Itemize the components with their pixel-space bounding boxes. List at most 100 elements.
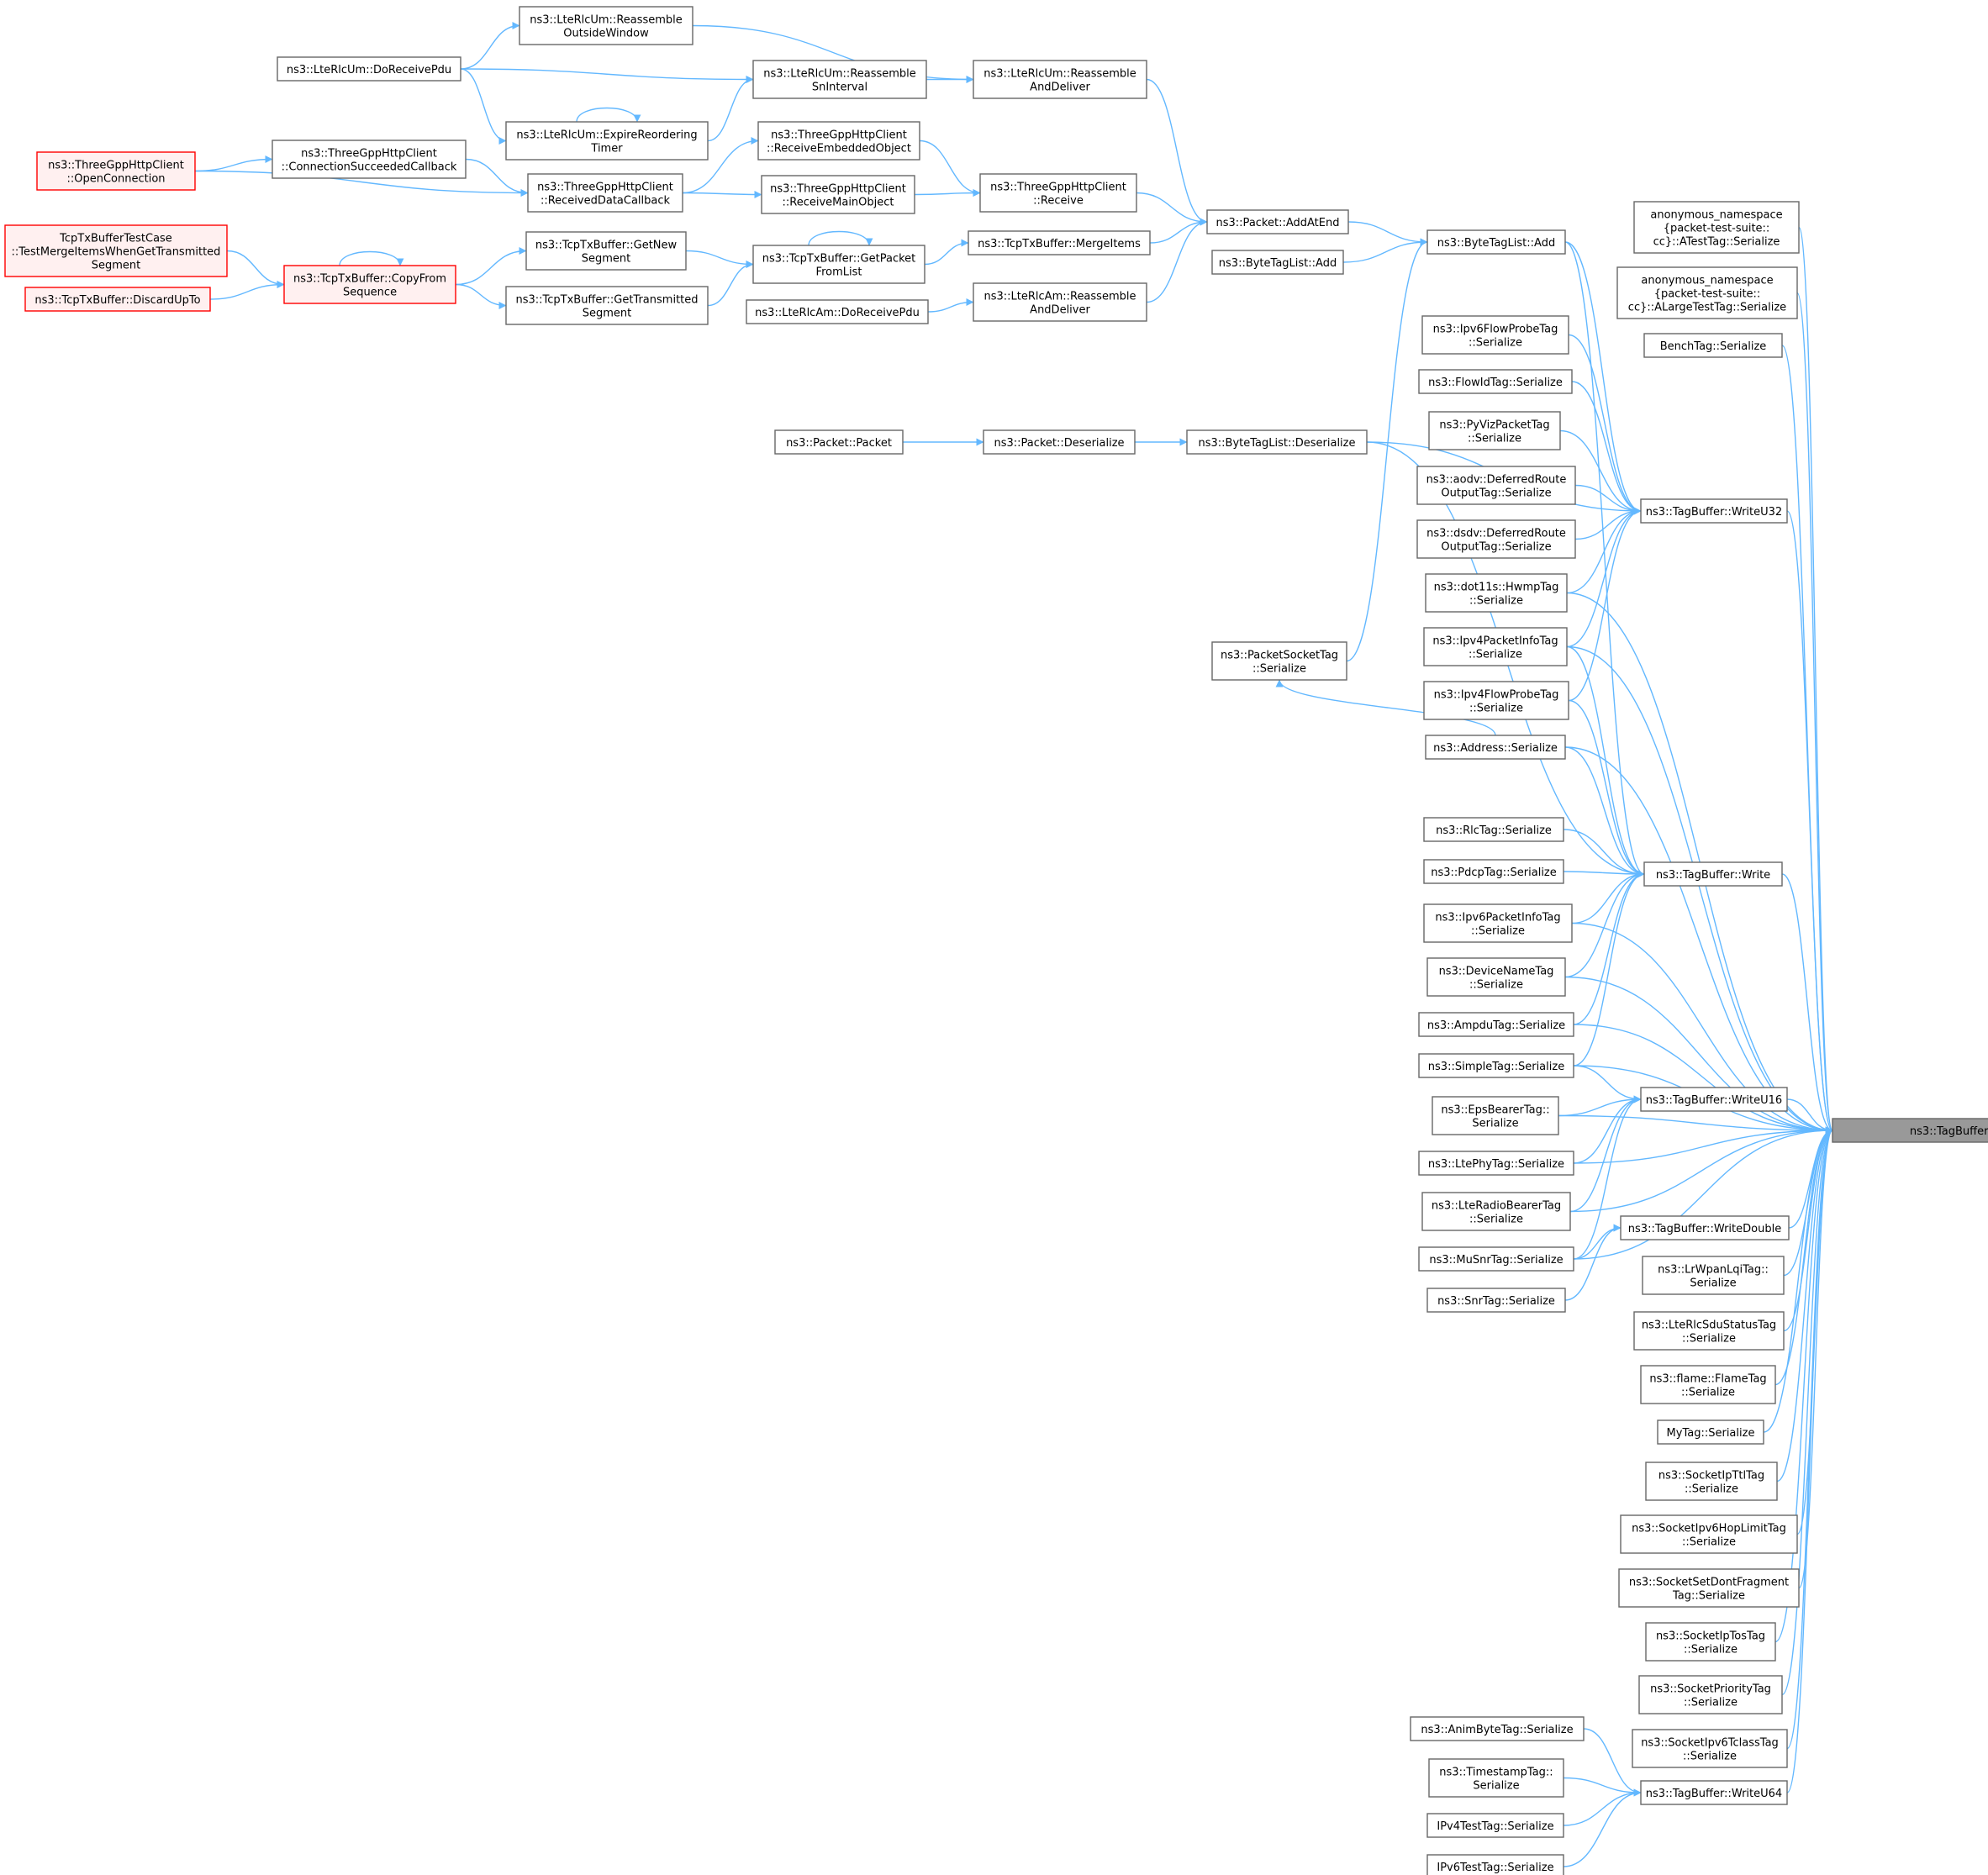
node-ipv4info[interactable]: ns3::Ipv4PacketInfoTag::Serialize [1423, 627, 1568, 666]
node-dsdv[interactable]: ns3::dsdv::DeferredRouteOutputTag::Seria… [1416, 519, 1576, 559]
node-recvData[interactable]: ns3::ThreeGppHttpClient::ReceivedDataCal… [527, 173, 683, 213]
node-mytag[interactable]: MyTag::Serialize [1657, 1419, 1764, 1445]
node-priority[interactable]: ns3::SocketPriorityTag::Serialize [1638, 1675, 1783, 1714]
node-lteradio[interactable]: ns3::LteRadioBearerTag::Serialize [1421, 1192, 1571, 1231]
node-timestamp[interactable]: ns3::TimestampTag::Serialize [1428, 1758, 1564, 1798]
node-pktPkt[interactable]: ns3::Packet::Packet [774, 429, 904, 455]
node-simple[interactable]: ns3::SimpleTag::Serialize [1418, 1053, 1574, 1078]
node-address[interactable]: ns3::Address::Serialize [1425, 735, 1566, 760]
node-label: OutputTag::Serialize [1441, 541, 1551, 554]
node-box [272, 140, 467, 179]
node-btlAdd[interactable]: ns3::ByteTagList::Add [1426, 229, 1566, 255]
node-lrwpan[interactable]: ns3::LrWpanLqiTag::Serialize [1642, 1256, 1785, 1295]
node-label: ::ReceivedDataCallback [541, 195, 671, 208]
node-pdcp[interactable]: ns3::PdcpTag::Serialize [1423, 859, 1564, 884]
node-box [519, 6, 693, 45]
node-ipv6test[interactable]: IPv6TestTag::Serialize [1426, 1854, 1564, 1875]
node-writeDouble[interactable]: ns3::TagBuffer::WriteDouble [1620, 1215, 1790, 1240]
node-btlDeser[interactable]: ns3::ByteTagList::Deserialize [1186, 429, 1368, 455]
node-label: Serialize [1473, 1780, 1519, 1793]
edge-copyFrom-to-getTrans [455, 283, 507, 309]
node-pktDeser[interactable]: ns3::Packet::Deserialize [983, 429, 1136, 455]
node-label: ns3::SocketIpTosTag [1656, 1630, 1765, 1643]
node-addAtEnd[interactable]: ns3::Packet::AddAtEnd [1206, 209, 1349, 234]
node-flame[interactable]: ns3::flame::FlameTag::Serialize [1640, 1365, 1776, 1404]
node-ipttl[interactable]: ns3::SocketIpTtlTag::Serialize [1645, 1462, 1778, 1501]
node-ipv4test[interactable]: IPv4TestTag::Serialize [1426, 1813, 1564, 1838]
node-root[interactable]: ns3::TagBuffer::WriteU8 [1832, 1118, 1988, 1143]
node-label: MyTag::Serialize [1667, 1427, 1755, 1440]
node-ipv6flow[interactable]: ns3::Ipv6FlowProbeTag::Serialize [1421, 315, 1569, 355]
node-writeU64[interactable]: ns3::TagBuffer::WriteU64 [1640, 1780, 1788, 1805]
node-recvEmb[interactable]: ns3::ThreeGppHttpClient::ReceiveEmbedded… [757, 121, 920, 161]
node-tclass[interactable]: ns3::SocketIpv6TclassTag::Serialize [1632, 1729, 1788, 1768]
node-writeU32[interactable]: ns3::TagBuffer::WriteU32 [1640, 498, 1788, 524]
node-label: ::Serialize [1468, 433, 1521, 445]
node-discard[interactable]: ns3::TcpTxBuffer::DiscardUpTo [24, 287, 211, 312]
node-label: ns3::Address::Serialize [1433, 742, 1558, 755]
node-btlAdd2[interactable]: ns3::ByteTagList::Add [1211, 250, 1344, 275]
edge-ipv4info-to-write [1566, 645, 1645, 878]
node-iptos[interactable]: ns3::SocketIpTosTag::Serialize [1645, 1622, 1776, 1662]
node-box [752, 60, 927, 99]
node-write[interactable]: ns3::TagBuffer::Write [1643, 861, 1783, 887]
node-atest[interactable]: anonymous_namespace{packet-test-suite::c… [1633, 201, 1800, 254]
edge-dontfrag-to-root [1798, 1126, 1833, 1589]
node-writeU16[interactable]: ns3::TagBuffer::WriteU16 [1640, 1087, 1788, 1112]
node-ltephy[interactable]: ns3::LtePhyTag::Serialize [1418, 1151, 1574, 1176]
node-devname[interactable]: ns3::DeviceNameTag::Serialize [1426, 957, 1566, 997]
node-amRecvPdu[interactable]: ns3::LteRlcAm::DoReceivePdu [746, 299, 929, 324]
edge-umReasm-to-addAtEnd [1146, 78, 1208, 226]
node-connSucc[interactable]: ns3::ThreeGppHttpClient::ConnectionSucce… [272, 140, 467, 179]
node-openConn[interactable]: ns3::ThreeGppHttpClient::OpenConnection [36, 151, 196, 191]
edge-alarge-to-root [1796, 292, 1833, 1135]
node-aodv[interactable]: ns3::aodv::DeferredRouteOutputTag::Seria… [1416, 466, 1576, 505]
node-hoplimit[interactable]: ns3::SocketIpv6HopLimitTag::Serialize [1620, 1514, 1798, 1554]
node-testMerge[interactable]: TcpTxBufferTestCase::TestMergeItemsWhenG… [4, 224, 228, 277]
node-snr[interactable]: ns3::SnrTag::Serialize [1426, 1288, 1566, 1313]
node-bench[interactable]: BenchTag::Serialize [1643, 333, 1783, 358]
node-alarge[interactable]: anonymous_namespace{packet-test-suite::c… [1616, 266, 1798, 319]
node-box [1640, 498, 1788, 524]
node-pyviz[interactable]: ns3::PyVizPacketTag::Serialize [1428, 411, 1561, 450]
node-ampdu[interactable]: ns3::AmpduTag::Serialize [1418, 1012, 1574, 1037]
node-box [973, 60, 1147, 99]
node-umRecvPdu[interactable]: ns3::LteRlcUm::DoReceivePdu [277, 56, 461, 82]
edge-recvData-to-recvMain [682, 190, 762, 198]
node-pktSockTag[interactable]: ns3::PacketSocketTag::Serialize [1211, 641, 1347, 681]
node-label: ns3::SocketIpv6HopLimitTag [1632, 1523, 1786, 1535]
node-rlcsdu[interactable]: ns3::LteRlcSduStatusTag::Serialize [1633, 1311, 1785, 1351]
edge-lteradio-to-root [1569, 1126, 1833, 1213]
node-eps[interactable]: ns3::EpsBearerTag::Serialize [1432, 1096, 1559, 1135]
node-label: AndDeliver [1030, 82, 1090, 94]
node-label: ns3::SocketIpv6TclassTag [1641, 1737, 1779, 1750]
node-ipv4flow[interactable]: ns3::Ipv4FlowProbeTag::Serialize [1423, 681, 1569, 720]
node-flowid[interactable]: ns3::FlowIdTag::Serialize [1418, 369, 1573, 394]
node-anim[interactable]: ns3::AnimByteTag::Serialize [1410, 1716, 1585, 1741]
self-loop-getPkt [808, 230, 873, 246]
node-hwmp[interactable]: ns3::dot11s::HwmpTag::Serialize [1425, 573, 1568, 613]
node-mergeItems[interactable]: ns3::TcpTxBuffer::MergeItems [968, 230, 1151, 255]
node-recvMain[interactable]: ns3::ThreeGppHttpClient::ReceiveMainObje… [761, 175, 915, 214]
node-rlctag[interactable]: ns3::RlcTag::Serialize [1423, 817, 1564, 842]
node-ipv6info[interactable]: ns3::Ipv6PacketInfoTag::Serialize [1423, 903, 1573, 943]
node-box [1643, 333, 1783, 358]
edge-umExpire-to-umSnInt [707, 76, 754, 142]
edge-address-to-pktSockTag [1275, 679, 1496, 736]
node-label: ns3::aodv::DeferredRoute [1426, 474, 1567, 487]
node-box [1657, 1419, 1764, 1445]
node-musnr[interactable]: ns3::MuSnrTag::Serialize [1418, 1246, 1574, 1272]
edge-ipttl-to-root [1776, 1126, 1833, 1483]
node-httpRecv[interactable]: ns3::ThreeGppHttpClient::Receive [979, 173, 1137, 213]
node-label: ns3::LteRlcSduStatusTag [1642, 1319, 1776, 1332]
